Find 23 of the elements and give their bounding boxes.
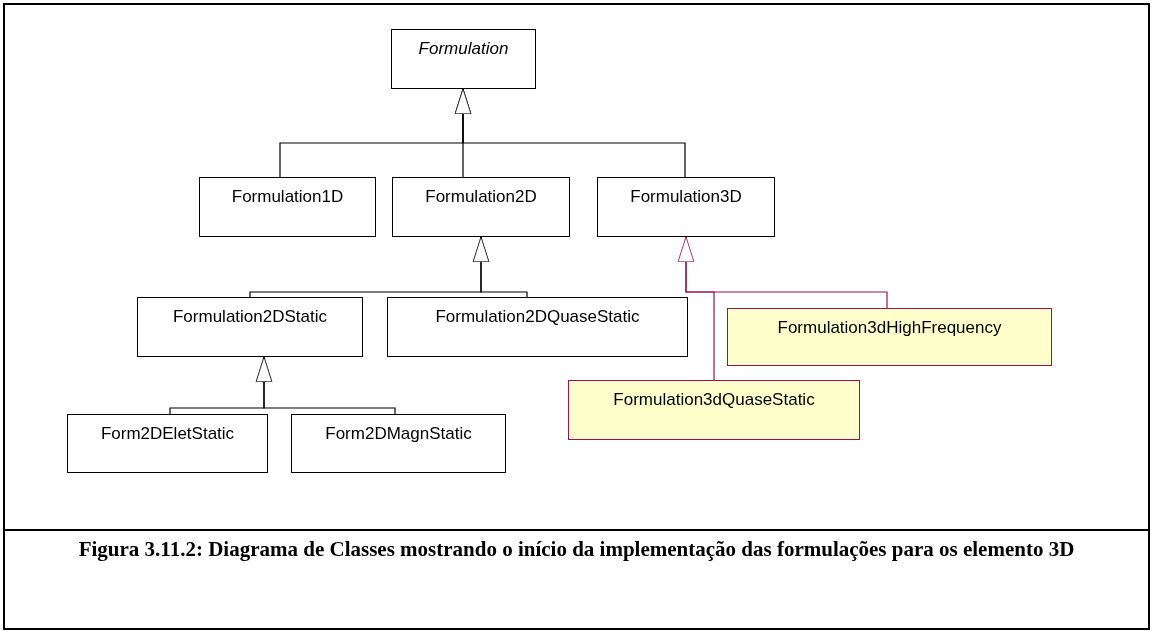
class-name: Formulation2DQuaseStatic bbox=[435, 306, 640, 328]
class-box bbox=[391, 29, 536, 89]
class-name: Formulation2DStatic bbox=[173, 306, 327, 328]
class-name: Formulation1D bbox=[231, 186, 344, 208]
inheritance-arrow bbox=[255, 356, 396, 415]
class-box bbox=[137, 297, 363, 357]
class-box bbox=[199, 177, 376, 237]
class-name: Formulation3D bbox=[630, 186, 742, 208]
class-box bbox=[67, 414, 268, 473]
class-name: Formulation3dQuaseStatic bbox=[613, 389, 815, 411]
class-box bbox=[727, 308, 1052, 366]
class-box bbox=[392, 177, 570, 237]
figure-caption: Figura 3.11.2: Diagrama de Classes mostrando o início da implementação das formulações para os elemento 3D bbox=[78, 536, 1075, 562]
class-name: Form2DEletStatic bbox=[100, 423, 235, 445]
class-name: Form2DMagnStatic bbox=[325, 423, 472, 445]
class-name: Formulation2D bbox=[425, 186, 537, 208]
class-name: Formulation bbox=[418, 38, 509, 60]
class-box bbox=[291, 414, 506, 473]
class-name: Formulation3dHighFrequency bbox=[777, 317, 1002, 339]
inheritance-arrow bbox=[472, 236, 528, 298]
class-box bbox=[387, 297, 688, 357]
class-box bbox=[597, 177, 775, 237]
class-box bbox=[568, 380, 860, 440]
